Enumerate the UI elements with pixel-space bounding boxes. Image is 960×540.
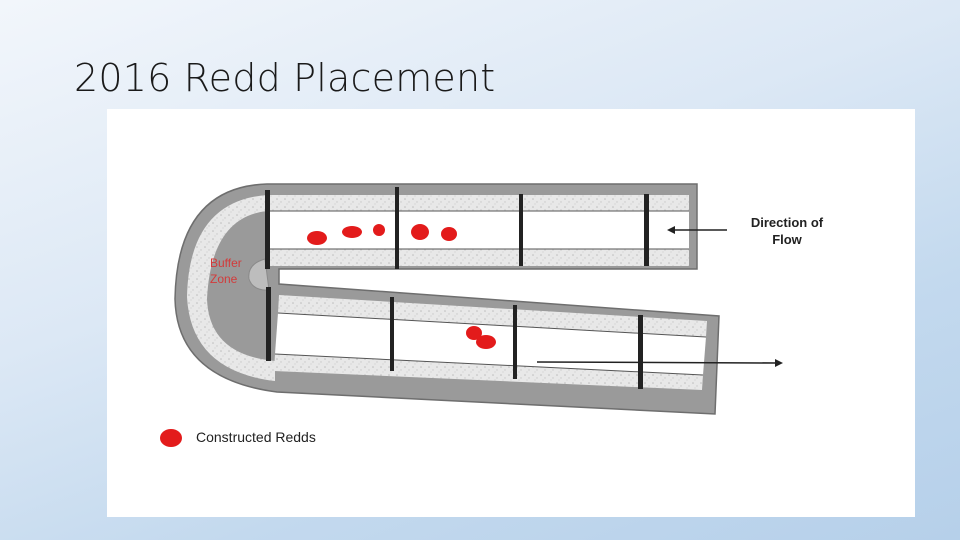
divider bbox=[265, 190, 270, 269]
lower-gravel-top bbox=[278, 295, 707, 337]
bend-gravel bbox=[187, 195, 275, 381]
buffer-notch bbox=[248, 258, 270, 291]
legend-redd-icon bbox=[160, 429, 182, 447]
buffer-label-line2: Zone bbox=[210, 272, 238, 286]
divider bbox=[519, 194, 523, 266]
divider bbox=[395, 187, 399, 269]
direction-label-line1: Direction of bbox=[751, 215, 824, 230]
upper-water bbox=[267, 211, 689, 249]
legend-label: Constructed Redds bbox=[196, 429, 316, 445]
redd-marker bbox=[466, 326, 482, 340]
redd-markers-lower bbox=[466, 326, 496, 349]
redd-marker bbox=[476, 335, 496, 349]
buffer-label-line1: Buffer bbox=[210, 256, 242, 270]
lower-gravel-bottom bbox=[274, 354, 703, 390]
channel-diagram: Direction of Flow Buffer Zone bbox=[160, 183, 824, 447]
redd-marker bbox=[373, 224, 385, 236]
channel-diagram-panel: Direction of Flow Buffer Zone Constructe… bbox=[107, 109, 915, 517]
upper-gravel-bottom bbox=[267, 249, 689, 266]
divider bbox=[644, 194, 649, 266]
divider bbox=[390, 297, 394, 371]
redd-marker bbox=[342, 226, 362, 238]
redd-marker bbox=[411, 224, 429, 240]
redd-markers-upper bbox=[307, 224, 457, 245]
slide-title: 2016 Redd Placement bbox=[74, 56, 496, 100]
redd-marker bbox=[441, 227, 457, 241]
upper-gravel-top bbox=[267, 195, 689, 211]
divider bbox=[266, 287, 271, 361]
direction-label-line2: Flow bbox=[772, 232, 802, 247]
redd-marker bbox=[307, 231, 327, 245]
divider bbox=[513, 305, 517, 379]
divider bbox=[638, 315, 643, 389]
outflow-arrow bbox=[536, 361, 778, 364]
